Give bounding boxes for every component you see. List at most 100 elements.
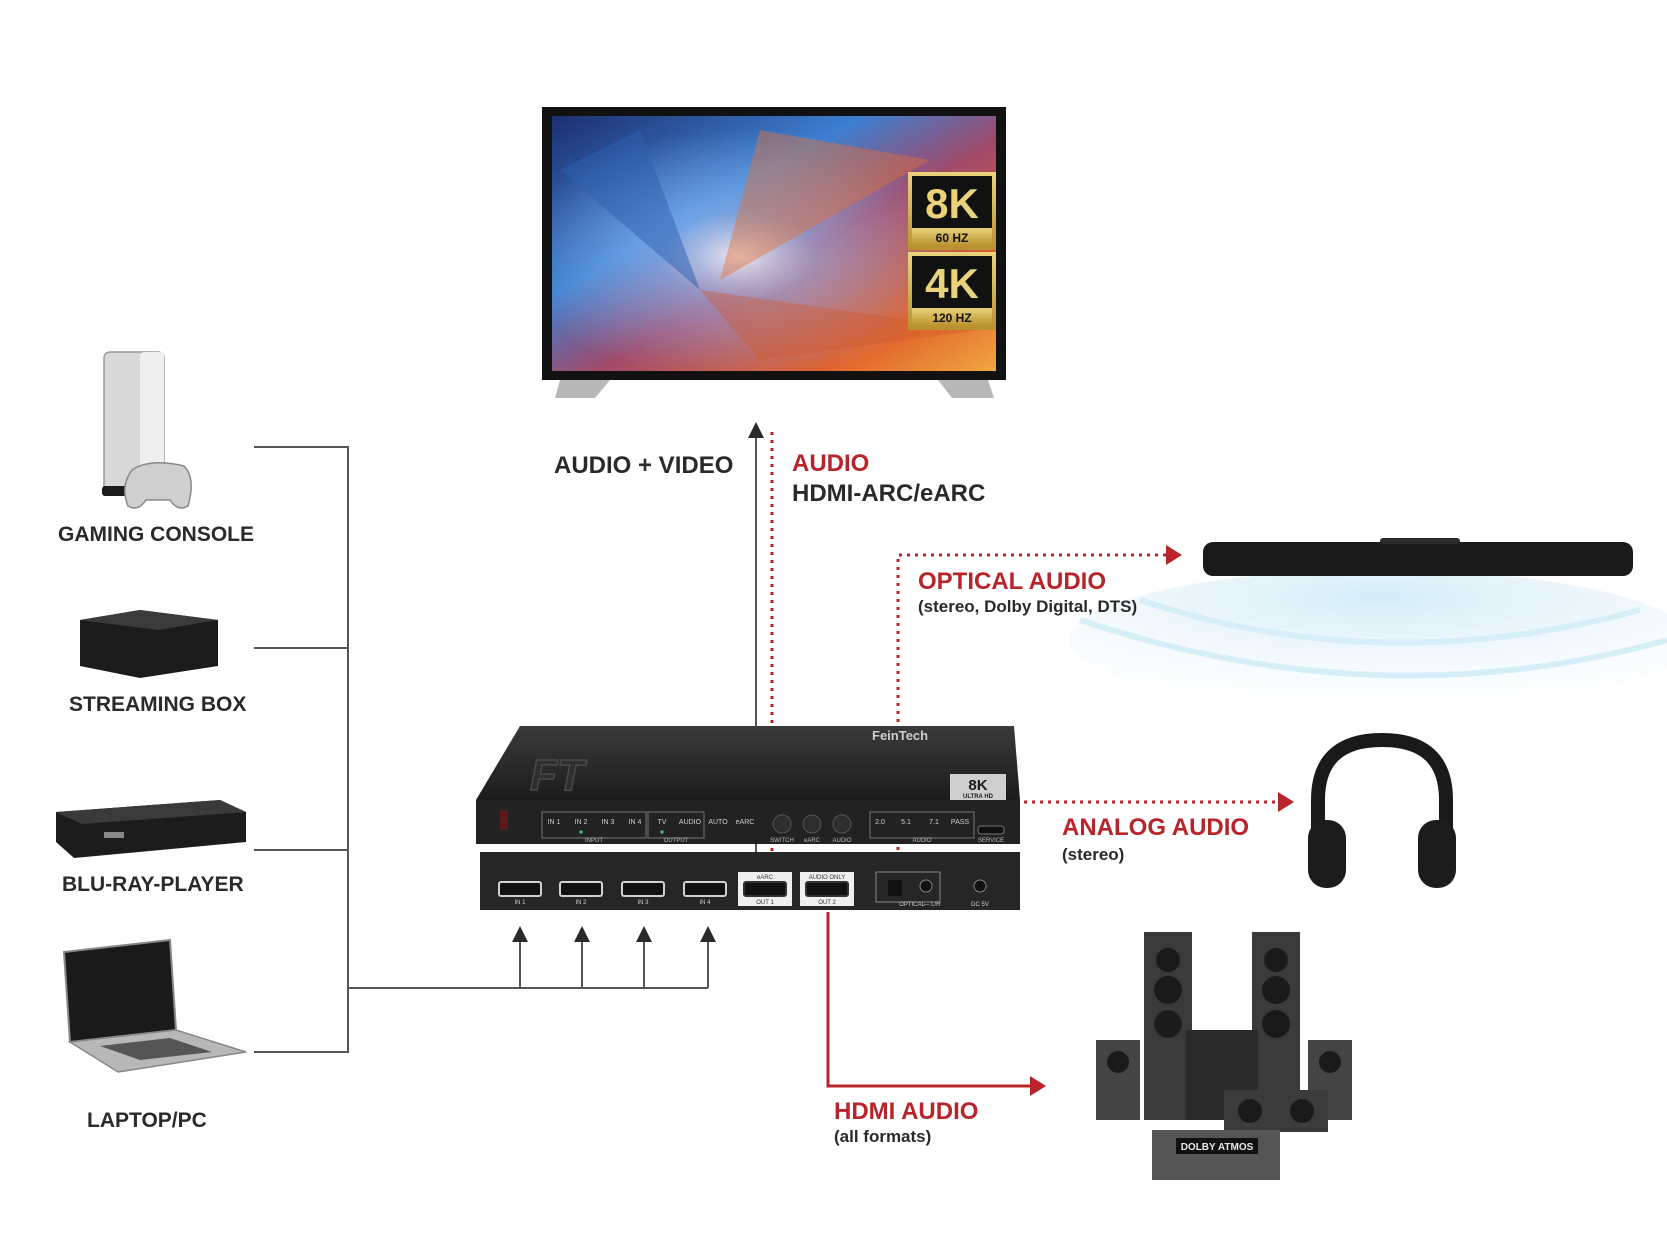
device-brand: FeinTech (872, 728, 928, 743)
hdmi-port-label: OUT 2 (818, 900, 836, 906)
optical-port (888, 880, 902, 896)
badge-4k-hz: 120 HZ (932, 311, 971, 325)
tv-stand-left (555, 380, 610, 398)
hdmi-switch-device: FT FeinTech 8K ULTRA HD IN 1 IN 2 IN 3 IN 4… (476, 726, 1020, 910)
front-group-label: INPUT (585, 838, 603, 844)
badge-8k-hz: 60 HZ (936, 231, 969, 245)
soundbar-buttons (1380, 538, 1460, 544)
rear-ports: IN 1 IN 2 IN 3 IN 4 OUT 1 OUT 2 eARC AUDIO ONLY (498, 872, 854, 906)
headphones-icon (1308, 732, 1456, 888)
tv-screen-shape (560, 130, 700, 290)
device-logo: FT (530, 751, 587, 800)
label-hdmi-audio-sub: (all formats) (834, 1127, 932, 1146)
source-label-streaming-box: STREAMING BOX (69, 693, 247, 716)
front-group-label: AUDIO (912, 838, 931, 844)
label-analog-audio: ANALOG AUDIO (1062, 814, 1250, 841)
hdmi-port-top-label: AUDIO ONLY (809, 875, 846, 881)
soundbar-body (1203, 542, 1633, 576)
front-label: 2.0 (875, 819, 885, 826)
front-group-label: eARC (804, 838, 821, 844)
game-console-icon (102, 351, 192, 509)
tv: 8K 60 HZ 4K 120 HZ (542, 107, 1006, 398)
source-label-laptop-pc: LAPTOP/PC (87, 1109, 207, 1132)
hdmi-port (683, 881, 727, 897)
device-top (476, 726, 1020, 800)
input-group-frame (541, 811, 647, 839)
front-group-label: SWITCH (770, 838, 794, 844)
hdmi-port (743, 881, 787, 897)
front-label: IN 2 (575, 819, 588, 826)
optical-analog-frame (875, 871, 941, 903)
hdmi-port (805, 881, 849, 897)
tv-screen-shape (700, 290, 980, 360)
label-analog-audio-sub: (stereo) (1062, 845, 1125, 864)
front-group-label: SERVICE (978, 838, 1004, 844)
optical-arrow (1166, 545, 1182, 565)
device-8k-badge-sub: ULTRA HD (963, 794, 994, 800)
front-label: IN 3 (602, 819, 615, 826)
power-button[interactable] (500, 810, 508, 830)
source-label-bluray-player: BLU-RAY-PLAYER (62, 873, 244, 896)
dc-power-jack (973, 879, 987, 893)
hdmi-port-label: IN 4 (699, 900, 711, 906)
front-panel-labels: IN 1 IN 2 IN 3 IN 4 TV AUDIO AUTO eARC 2.0 5.1 7.1… (548, 819, 1005, 844)
label-hdmi-audio: HDMI AUDIO (834, 1098, 979, 1125)
rear-label-dc: DC 5V (971, 902, 989, 908)
hdmi-port-label: IN 2 (575, 900, 587, 906)
optical-line (896, 553, 1166, 890)
speaker-system-icon: DOLBY ATMOS (1096, 932, 1352, 1180)
front-label: IN 4 (629, 819, 642, 826)
streaming-box-icon (80, 610, 218, 678)
rear-label-lr: — L/R (923, 902, 941, 908)
front-label: eARC (736, 819, 755, 826)
front-label: AUTO (708, 819, 728, 826)
hdmi-port-top-label: eARC (757, 875, 774, 881)
output-group-frame (647, 811, 705, 839)
audio-button[interactable] (832, 814, 852, 834)
label-optical-audio-sub: (stereo, Dolby Digital, DTS) (918, 597, 1138, 616)
analog-arrow (1278, 792, 1294, 812)
front-group-label: AUDIO (832, 838, 851, 844)
label-audio: AUDIO (792, 450, 870, 477)
hdmi-port-label: OUT 1 (756, 900, 774, 906)
hdmi-port-label: IN 3 (637, 900, 649, 906)
audio-group-frame (869, 811, 975, 839)
label-audio-video: AUDIO + VIDEO (554, 452, 734, 479)
receiver-display (1176, 1138, 1258, 1154)
badge-4k (908, 252, 996, 330)
front-label: IN 1 (548, 819, 561, 826)
switch-button[interactable] (772, 814, 792, 834)
front-label: TV (658, 819, 667, 826)
earc-button[interactable] (802, 814, 822, 834)
hdmi-port (498, 881, 542, 897)
hdmi-port (559, 881, 603, 897)
hdmi-port-label: IN 1 (514, 900, 526, 906)
bluray-player-icon (56, 800, 246, 858)
analog-jack (919, 879, 933, 893)
badge-4k-text: 4K (925, 260, 979, 307)
service-port (977, 825, 1005, 835)
soundbar (1070, 538, 1667, 710)
device-8k-badge (950, 774, 1006, 800)
front-label: AUDIO (679, 819, 702, 826)
front-label: PASS (951, 819, 969, 826)
label-audio-sub: HDMI-ARC/eARC (792, 480, 986, 507)
device-8k-badge-text: 8K (968, 777, 987, 794)
source-label-gaming-console: GAMING CONSOLE (58, 523, 255, 546)
laptop-icon (62, 938, 247, 1073)
hdmi-port (621, 881, 665, 897)
badge-8k-text: 8K (925, 180, 979, 227)
sound-wave-arc (1079, 617, 1667, 679)
tv-screen-shape (720, 130, 930, 280)
source-bracket (254, 422, 764, 1053)
front-label: 7.1 (929, 819, 939, 826)
receiver-display-text: DOLBY ATMOS (1181, 1142, 1254, 1153)
rear-label-optical: OPTICAL (899, 902, 925, 908)
front-label: 5.1 (901, 819, 911, 826)
hdmi-audio-arrow (1030, 1076, 1046, 1096)
sound-wave-arc (1139, 597, 1641, 646)
hdmi-audio-line (826, 912, 1030, 1088)
status-led (660, 830, 664, 834)
label-optical-audio: OPTICAL AUDIO (918, 568, 1107, 595)
